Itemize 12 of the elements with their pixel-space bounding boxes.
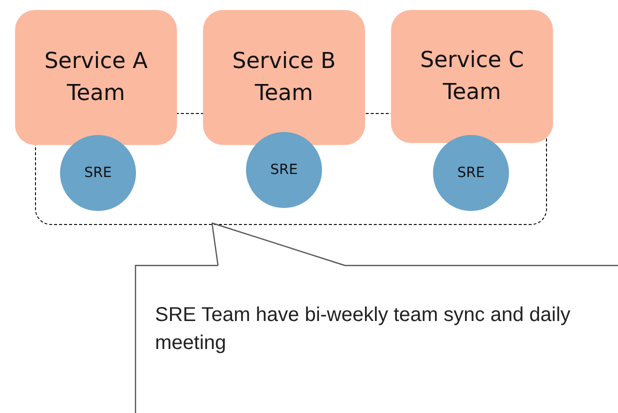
circle-label: SRE bbox=[84, 165, 112, 181]
team-box bbox=[391, 10, 553, 143]
circle-label: SRE bbox=[457, 165, 485, 181]
callout-pointer bbox=[211, 222, 346, 266]
callout-bubble bbox=[135, 265, 618, 413]
team-box bbox=[203, 10, 365, 145]
team-name: Service B Team bbox=[231, 48, 337, 108]
team-name: Service A Team bbox=[43, 48, 149, 108]
team-name: Service C Team bbox=[419, 46, 525, 106]
circle-label: SRE bbox=[270, 162, 298, 178]
team-box bbox=[15, 10, 177, 145]
callout-text: SRE Team have bi-weekly team sync and daily meeting bbox=[155, 303, 572, 356]
